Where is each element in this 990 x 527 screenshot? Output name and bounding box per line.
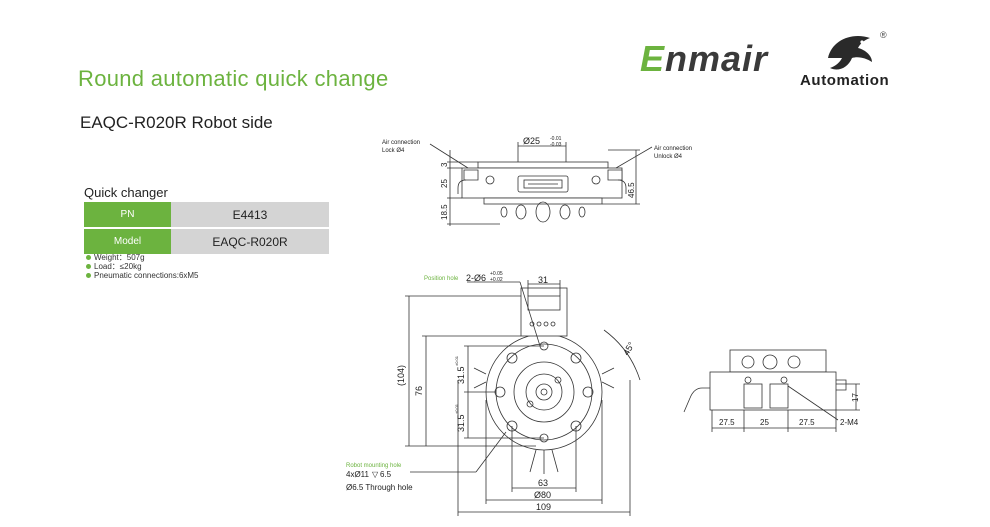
product-subtitle: EAQC-R020R Robot side bbox=[80, 113, 273, 132]
dolphin-logo-icon bbox=[828, 36, 872, 70]
spec-table: PN E4413 Model EAQC-R020R bbox=[84, 202, 329, 256]
dim-31-5-upper-tol: ±0.01 bbox=[454, 355, 459, 366]
brand-initial: E bbox=[640, 38, 666, 79]
dim-d25: Ø25 bbox=[523, 136, 540, 146]
mount-hole-label: Robot mounting hole bbox=[346, 463, 402, 469]
dim-31-5-lower-tol: ±0.01 bbox=[454, 403, 459, 414]
spec-value-model: EAQC-R020R bbox=[171, 228, 329, 256]
bullet-dot-icon bbox=[86, 264, 91, 269]
side-view-labels: 27.5 25 27.5 2-M4 17 bbox=[719, 393, 860, 427]
dim-31: 31 bbox=[538, 275, 548, 285]
dim-27-5-left: 27.5 bbox=[719, 418, 735, 427]
dim-17: 17 bbox=[851, 393, 860, 402]
air-left-line2: Lock Ø4 bbox=[382, 148, 405, 154]
brand-tagline: Automation bbox=[800, 72, 890, 89]
dim-d25-tol-top: -0.01 bbox=[550, 136, 562, 142]
top-view-labels: Air connection Lock Ø4 Air connection Un… bbox=[382, 136, 692, 220]
air-right-line1: Air connection bbox=[654, 146, 692, 152]
dim-3: 3 bbox=[440, 162, 449, 167]
position-hole-label: Position hole bbox=[424, 276, 459, 282]
dim-109: 109 bbox=[536, 502, 551, 512]
dim-25: 25 bbox=[440, 179, 449, 188]
side-view-drawing bbox=[683, 349, 860, 432]
dim-76: 76 bbox=[414, 386, 424, 396]
bullet-dot-icon bbox=[86, 273, 91, 278]
dim-d25-tol-bot: -0.03 bbox=[550, 142, 562, 148]
dim-18-5: 18.5 bbox=[440, 204, 449, 220]
dim-31-5-upper: 31.5 bbox=[456, 366, 466, 384]
page-title: Round automatic quick change bbox=[78, 66, 389, 91]
mount-hole-line1: 4xØ11 bbox=[346, 470, 370, 479]
spec-key-model: Model bbox=[84, 228, 171, 256]
mount-depth-icon: ▽ bbox=[372, 470, 379, 479]
bullet-dot-icon bbox=[86, 255, 91, 260]
table-row: Model EAQC-R020R bbox=[84, 228, 329, 256]
mount-hole-depth: 6.5 bbox=[380, 470, 392, 479]
spec-value-pn: E4413 bbox=[171, 202, 329, 229]
dim-46-5: 46.5 bbox=[627, 182, 636, 198]
list-item: Pneumatic connections:6xM5 bbox=[86, 271, 199, 280]
dim-27-5-right: 27.5 bbox=[799, 418, 815, 427]
dim-2-m4: 2-M4 bbox=[840, 418, 859, 427]
registered-mark: ® bbox=[880, 30, 887, 40]
quick-changer-label: Quick changer bbox=[84, 185, 168, 200]
dim-d80: Ø80 bbox=[534, 490, 551, 500]
brand-logo: Enmair bbox=[640, 38, 768, 80]
table-row: PN E4413 bbox=[84, 202, 329, 229]
dim-63: 63 bbox=[538, 478, 548, 488]
dim-31-5-lower: 31.5 bbox=[456, 414, 466, 432]
top-view-drawing bbox=[429, 142, 653, 226]
brand-name-rest: nmair bbox=[665, 38, 769, 79]
spec-key-pn: PN bbox=[84, 202, 171, 229]
air-left-line1: Air connection bbox=[382, 140, 420, 146]
list-item: Weight：507g bbox=[86, 253, 199, 262]
air-right-line2: Unlock Ø4 bbox=[654, 154, 683, 160]
front-view-labels: Position hole 2-Ø6 +0.05 +0.02 31 45° (1… bbox=[346, 271, 637, 512]
position-hole-tol-top: +0.05 bbox=[490, 271, 503, 277]
position-hole-tol-bot: +0.02 bbox=[490, 277, 503, 283]
dim-104: (104) bbox=[396, 365, 406, 386]
dim-25-side: 25 bbox=[760, 418, 769, 427]
list-item: Load：≤20kg bbox=[86, 262, 199, 271]
position-hole-dim: 2-Ø6 bbox=[466, 273, 486, 283]
spec-bullets: Weight：507g Load：≤20kg Pneumatic connect… bbox=[86, 253, 199, 280]
dim-45-deg: 45° bbox=[621, 340, 637, 357]
mount-hole-line2: Ø6.5 Through hole bbox=[346, 483, 413, 492]
front-view-drawing bbox=[405, 280, 641, 516]
